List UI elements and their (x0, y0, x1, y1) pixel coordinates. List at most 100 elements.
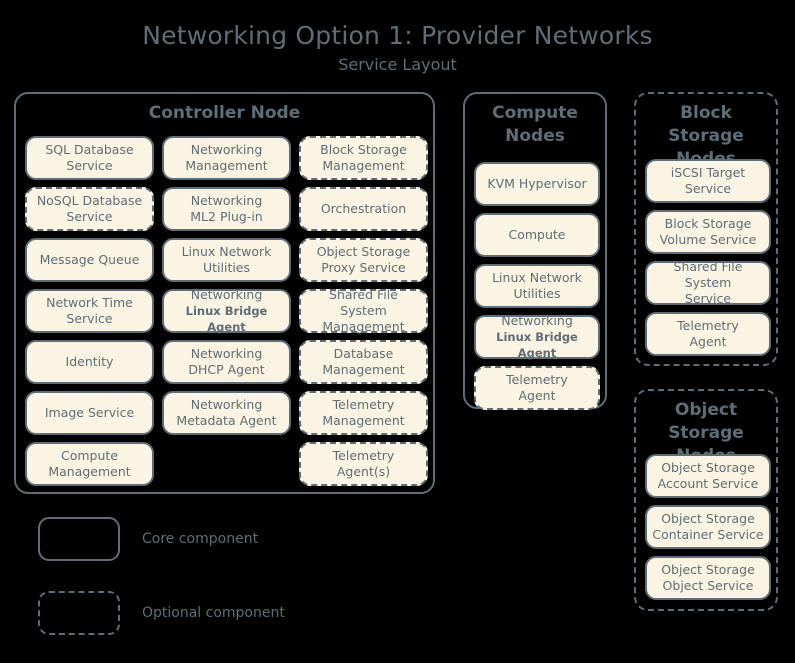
service-label-primary: Networking (190, 287, 263, 302)
page-subtitle: Service Layout (338, 55, 457, 74)
service-label-primary: Telemetry (506, 372, 568, 387)
service-box-identity[interactable]: Identity (25, 340, 154, 384)
service-box-orchestration[interactable]: Orchestration (299, 187, 428, 231)
service-label-secondary: Metadata Agent (176, 413, 277, 428)
legend-label-optional-component: Optional component (142, 605, 285, 621)
service-label-secondary: Agent(s) (336, 464, 391, 479)
service-label-secondary: Agent (518, 388, 556, 403)
service-label-secondary: Management (48, 464, 131, 479)
service-label-primary: Networking (190, 346, 263, 361)
service-label-secondary: Service (66, 311, 113, 326)
service-label-secondary: ML2 Plug-in (190, 209, 263, 224)
service-label-primary: Block Storage (664, 216, 752, 231)
service-label-primary: Telemetry (332, 397, 395, 412)
service-label-primary: Compute (508, 227, 566, 242)
service-label-secondary: Management (322, 319, 405, 334)
group-object-storage-nodes: Object Storage Nodes Object StorageAccou… (634, 389, 778, 611)
service-label-primary: Database (333, 346, 394, 361)
service-label-secondary: Utilities (202, 260, 251, 275)
legend-swatch-optional-component (38, 591, 120, 635)
service-label-secondary: Object Service (662, 578, 754, 593)
service-label-primary: Orchestration (320, 201, 407, 216)
service-label-primary: Identity (65, 354, 114, 369)
legend-swatch-core-component (38, 517, 120, 561)
service-label-secondary: Service (66, 209, 113, 224)
service-box-compute[interactable]: Compute (474, 213, 600, 257)
service-label-primary: Shared File System (329, 287, 398, 318)
service-label-secondary: Proxy Service (321, 260, 406, 275)
service-label-primary: Object Storage (316, 244, 411, 259)
service-label-primary: NoSQL Database (36, 193, 143, 208)
service-label-primary: Telemetry (332, 448, 395, 463)
group-title-controller-node: Controller Node (148, 103, 301, 123)
service-label-primary: SQL Database (45, 142, 134, 157)
service-label-primary: Object Storage (661, 460, 755, 475)
service-label-secondary: Account Service (657, 476, 759, 491)
service-label-secondary: DHCP Agent (188, 362, 265, 377)
service-label-secondary: Service (684, 291, 732, 306)
service-label-primary: Shared File System (673, 259, 743, 290)
service-label-primary: Linux Network (181, 244, 272, 259)
service-label-primary: Object Storage (661, 511, 755, 526)
service-label-secondary: Management (322, 362, 405, 377)
group-block-storage-nodes: Block Storage Nodes iSCSI TargetServiceB… (634, 92, 778, 366)
service-label-primary: Networking (190, 397, 263, 412)
service-label-secondary: Management (322, 413, 405, 428)
service-label-secondary: Service (684, 181, 732, 196)
service-label-primary: Object Storage (661, 562, 755, 577)
service-label-secondary: Container Service (652, 527, 764, 542)
service-label-primary: KVM Hypervisor (487, 176, 587, 191)
service-label-secondary: Agent (689, 334, 727, 349)
service-label-secondary: Management (185, 158, 268, 173)
service-label-primary: iSCSI Target (670, 165, 746, 180)
service-label-primary: Networking (190, 193, 263, 208)
service-label-secondary: Volume Service (659, 232, 757, 247)
service-box-kvm-hypervisor[interactable]: KVM Hypervisor (474, 162, 600, 206)
legend-row-optional-component: Optional component (38, 589, 368, 637)
service-box-image-service[interactable]: Image Service (25, 391, 154, 435)
service-label-secondary: Linux Bridge Agent (496, 330, 578, 360)
service-label-primary: Network Time (46, 295, 133, 310)
legend-row-core-component: Core component (38, 515, 368, 563)
service-label-primary: Compute (60, 448, 118, 463)
service-label-primary: Networking (501, 313, 573, 328)
group-title-compute-nodes: Compute Nodes (492, 103, 578, 146)
service-label-secondary: Linux Bridge Agent (185, 304, 268, 334)
service-box-message-queue[interactable]: Message Queue (25, 238, 154, 282)
service-label-primary: Message Queue (39, 252, 140, 267)
service-label-secondary: Management (322, 158, 405, 173)
